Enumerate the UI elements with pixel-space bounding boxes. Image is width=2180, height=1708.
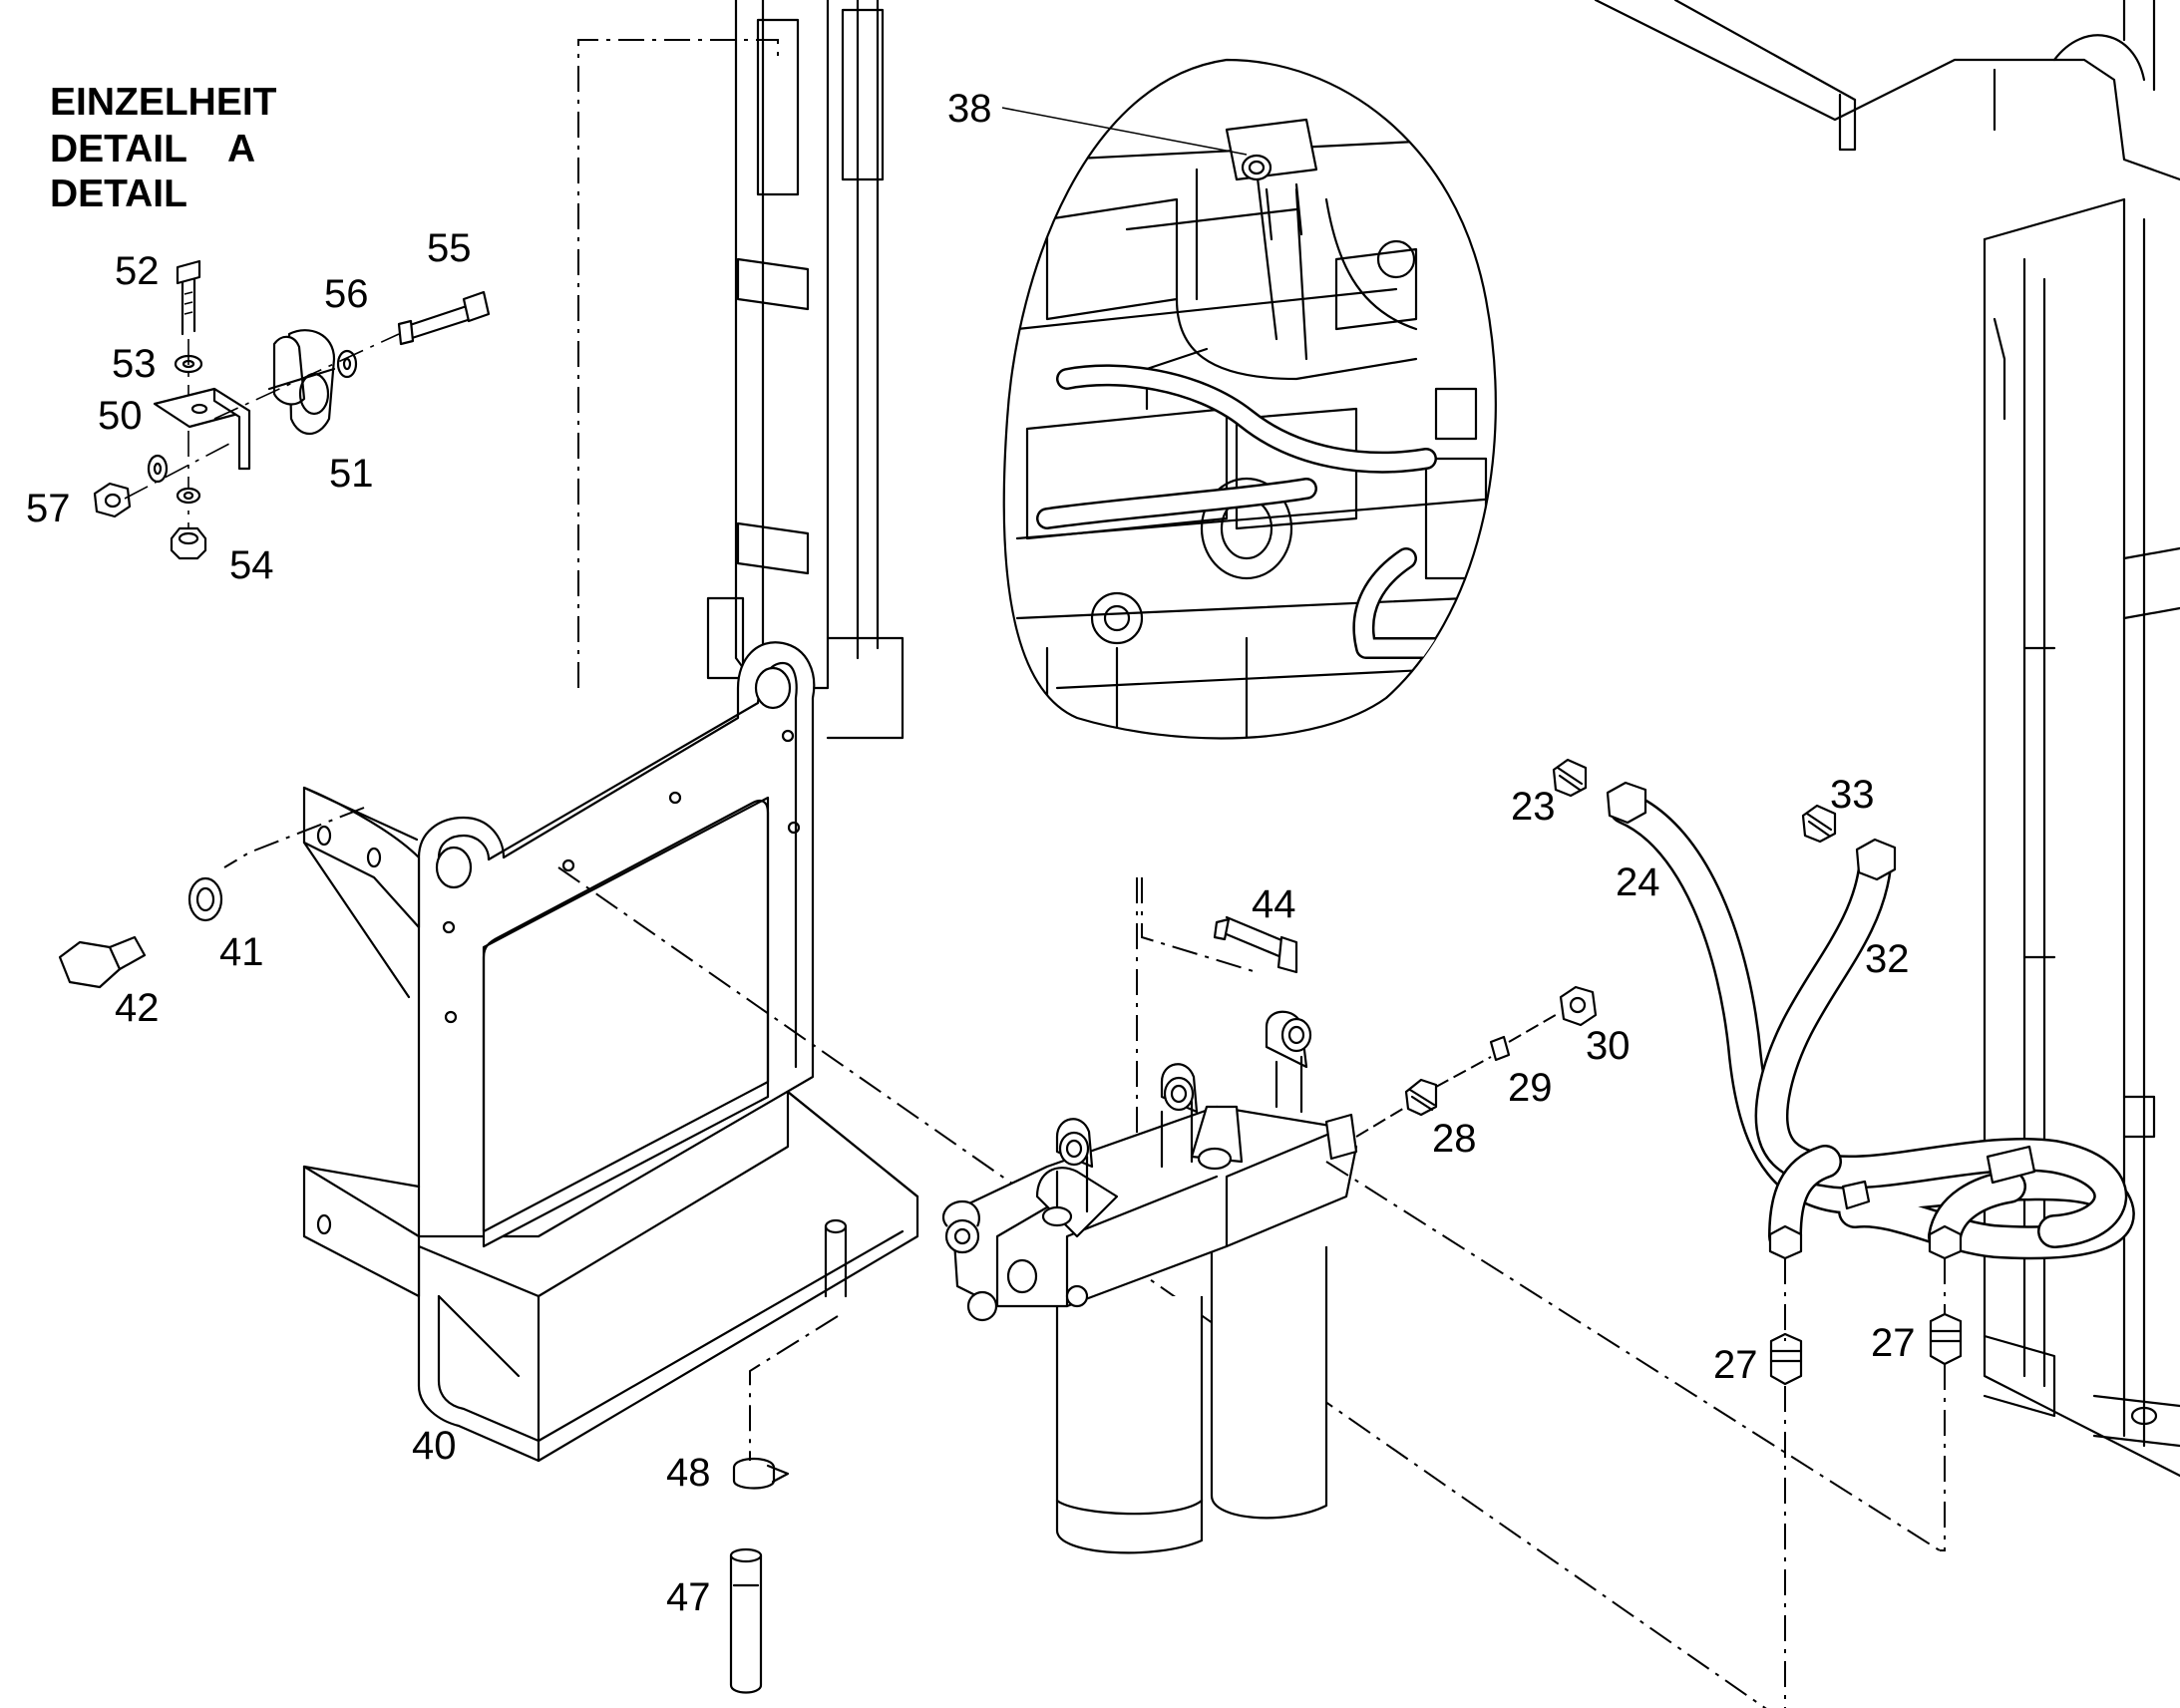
callout-47: 47: [666, 1575, 711, 1619]
detail-a-clamp-assembly: [93, 259, 491, 560]
callout-56: 56: [324, 272, 369, 316]
callout-numbers: 38 52 55 56 53 50 51 57 54 23 33 24 32 4…: [26, 87, 1916, 1619]
callout-51: 51: [329, 452, 374, 496]
callout-52: 52: [115, 249, 160, 293]
engine-detail-inset: [1002, 58, 1497, 740]
callout-24: 24: [1616, 860, 1660, 904]
bolt-and-washer: [58, 876, 223, 989]
callout-28: 28: [1432, 1117, 1477, 1161]
callout-40: 40: [412, 1424, 457, 1468]
callout-50: 50: [98, 394, 143, 438]
detail-title: EINZELHEIT DETAIL A DETAIL: [50, 81, 277, 215]
title-line-einzelheit: EINZELHEIT: [50, 81, 277, 124]
title-line-detail-en: DETAIL: [50, 172, 187, 215]
drain-tube-and-clip: [729, 1315, 839, 1694]
callout-27-left: 27: [1713, 1343, 1758, 1387]
callout-41: 41: [219, 930, 264, 974]
callout-30: 30: [1586, 1024, 1631, 1068]
title-line-detail-de: DETAIL: [50, 128, 187, 171]
callout-23: 23: [1511, 785, 1556, 829]
callout-44: 44: [1252, 882, 1296, 926]
fuel-filter-assembly: [941, 1010, 1358, 1554]
callout-32: 32: [1865, 937, 1910, 981]
callout-27-right: 27: [1871, 1321, 1916, 1365]
bolt-44: [1136, 877, 1298, 1172]
machine-frame: [706, 0, 2180, 1478]
callout-57: 57: [26, 487, 71, 530]
leader-lines: [1001, 107, 1248, 156]
callout-38: 38: [947, 87, 992, 131]
callout-54: 54: [229, 543, 274, 587]
callout-33: 33: [1830, 773, 1875, 817]
callout-29: 29: [1508, 1066, 1553, 1110]
fuel-hoses: [1325, 758, 2135, 1708]
inline-fittings: [1355, 985, 1598, 1138]
callout-48: 48: [666, 1451, 711, 1495]
filter-bracket-40: [223, 39, 1767, 1708]
title-detail-tag: A: [227, 128, 255, 171]
callout-53: 53: [112, 342, 157, 386]
callout-55: 55: [427, 226, 472, 270]
callout-42: 42: [115, 986, 160, 1030]
